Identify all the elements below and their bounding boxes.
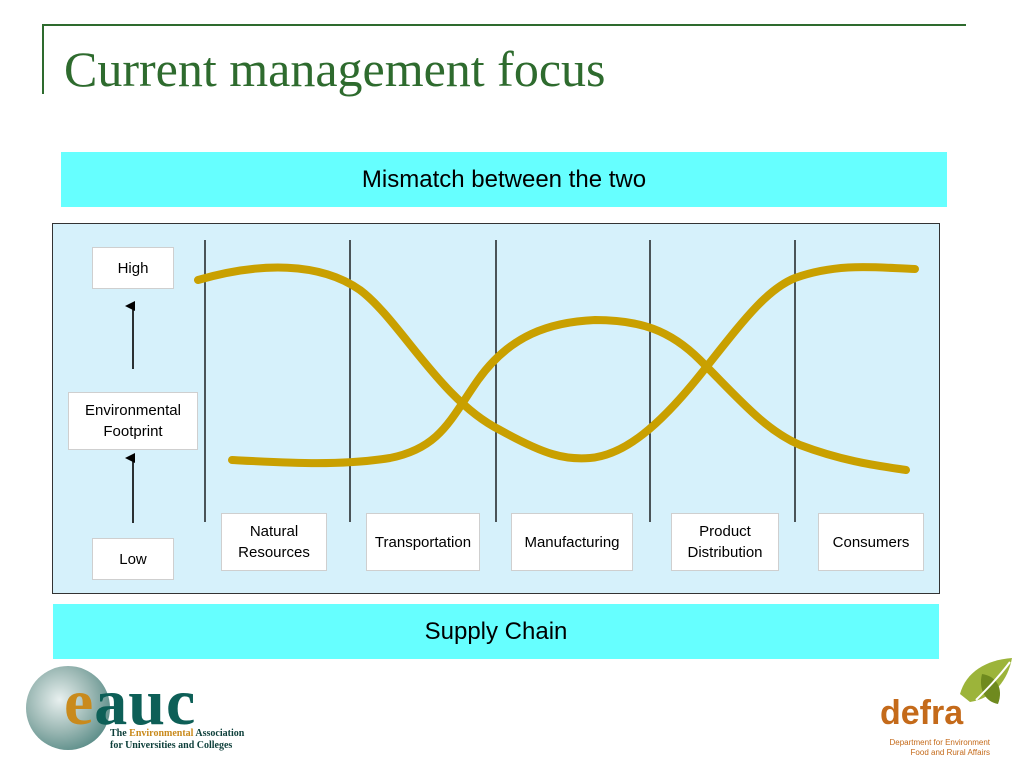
axis-high-label: High bbox=[92, 247, 174, 289]
stage-natural-resources: Natural Resources bbox=[221, 513, 327, 571]
eauc-logo-circle bbox=[26, 666, 110, 750]
top-banner-text: Mismatch between the two bbox=[361, 165, 647, 193]
axis-low-label: Low bbox=[92, 538, 174, 580]
bottom-banner: Supply Chain bbox=[53, 604, 939, 659]
stage-product-distribution: Product Distribution bbox=[671, 513, 779, 571]
eauc-logo-wordmark: eauc bbox=[64, 666, 197, 739]
defra-logo: defra Department for Environment Food an… bbox=[872, 654, 1014, 760]
defra-logo-subtitle: Department for Environment Food and Rura… bbox=[889, 738, 991, 757]
axis-environmental-footprint-label: Environmental Footprint bbox=[68, 392, 198, 450]
eauc-logo-tagline: The Environmental Association for Univer… bbox=[110, 728, 245, 751]
top-banner: Mismatch between the two bbox=[61, 152, 947, 207]
defra-logo-wordmark: defra bbox=[880, 694, 964, 732]
slide-title: Current management focus bbox=[64, 41, 606, 97]
stage-consumers: Consumers bbox=[818, 513, 924, 571]
bottom-banner-text: Supply Chain bbox=[424, 617, 568, 645]
title-frame-vertical-line bbox=[42, 24, 44, 94]
stage-manufacturing: Manufacturing bbox=[511, 513, 633, 571]
title-frame-horizontal-line bbox=[42, 24, 966, 26]
defra-leaf-icon bbox=[960, 658, 1012, 704]
eauc-logo: eauc The Environmental Association for U… bbox=[26, 666, 276, 756]
stage-transportation: Transportation bbox=[366, 513, 480, 571]
